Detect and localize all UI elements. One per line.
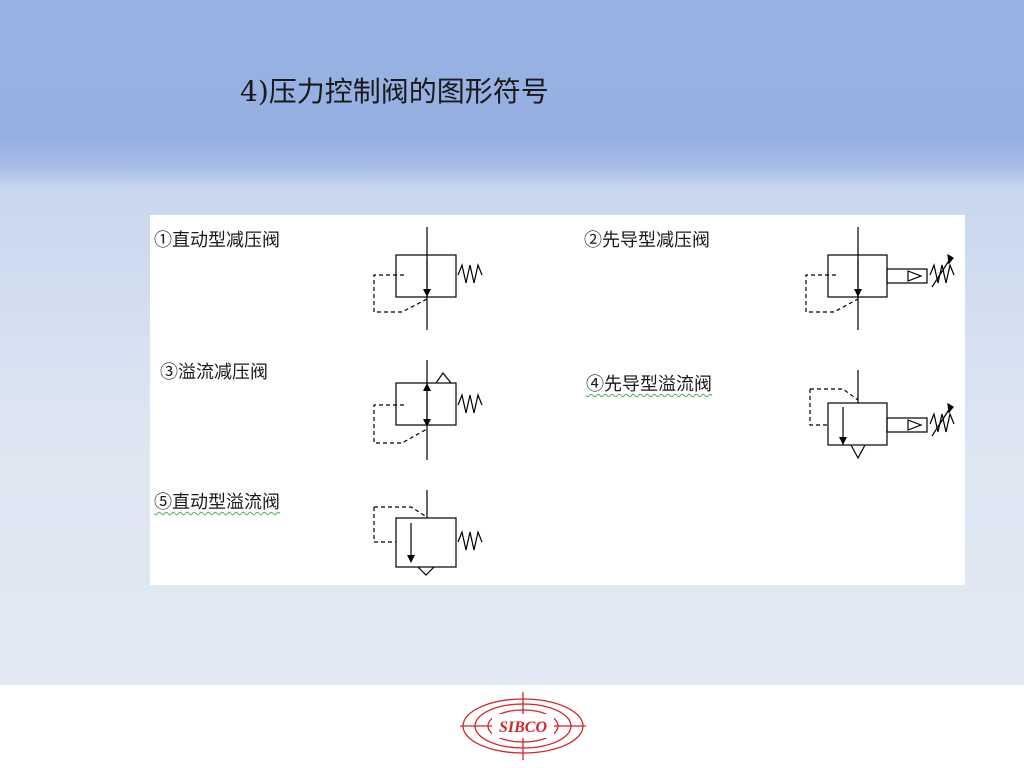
- slide-title: 4)压力控制阀的图形符号: [240, 75, 549, 108]
- sibco-logo-mark: SIBCO: [460, 692, 586, 760]
- symbol-1-valve-icon: [373, 227, 483, 330]
- symbol-3-valve-icon: [373, 360, 483, 460]
- header-band: [0, 0, 1024, 185]
- diagram-panel: ①直动型减压阀 ②先导型减压阀 ③溢流减压阀 ④先导型溢流阀 ⑤直动型溢流阀: [150, 215, 965, 585]
- symbol-2-label: ②先导型减压阀: [584, 230, 710, 251]
- svg-text:SIBCO: SIBCO: [499, 719, 547, 736]
- symbol-5-label: ⑤直动型溢流阀: [154, 492, 280, 513]
- sibco-logo: SIBCO: [458, 690, 588, 766]
- symbol-3-label: ③溢流减压阀: [160, 362, 268, 383]
- symbol-5-valve-icon: [373, 490, 483, 576]
- valve-symbols-drawing: [373, 227, 955, 576]
- symbol-4-valve-icon: [809, 370, 955, 460]
- symbol-2-valve-icon: [805, 227, 955, 330]
- symbol-1-label: ①直动型减压阀: [154, 230, 280, 251]
- symbol-4-label: ④先导型溢流阀: [586, 374, 712, 395]
